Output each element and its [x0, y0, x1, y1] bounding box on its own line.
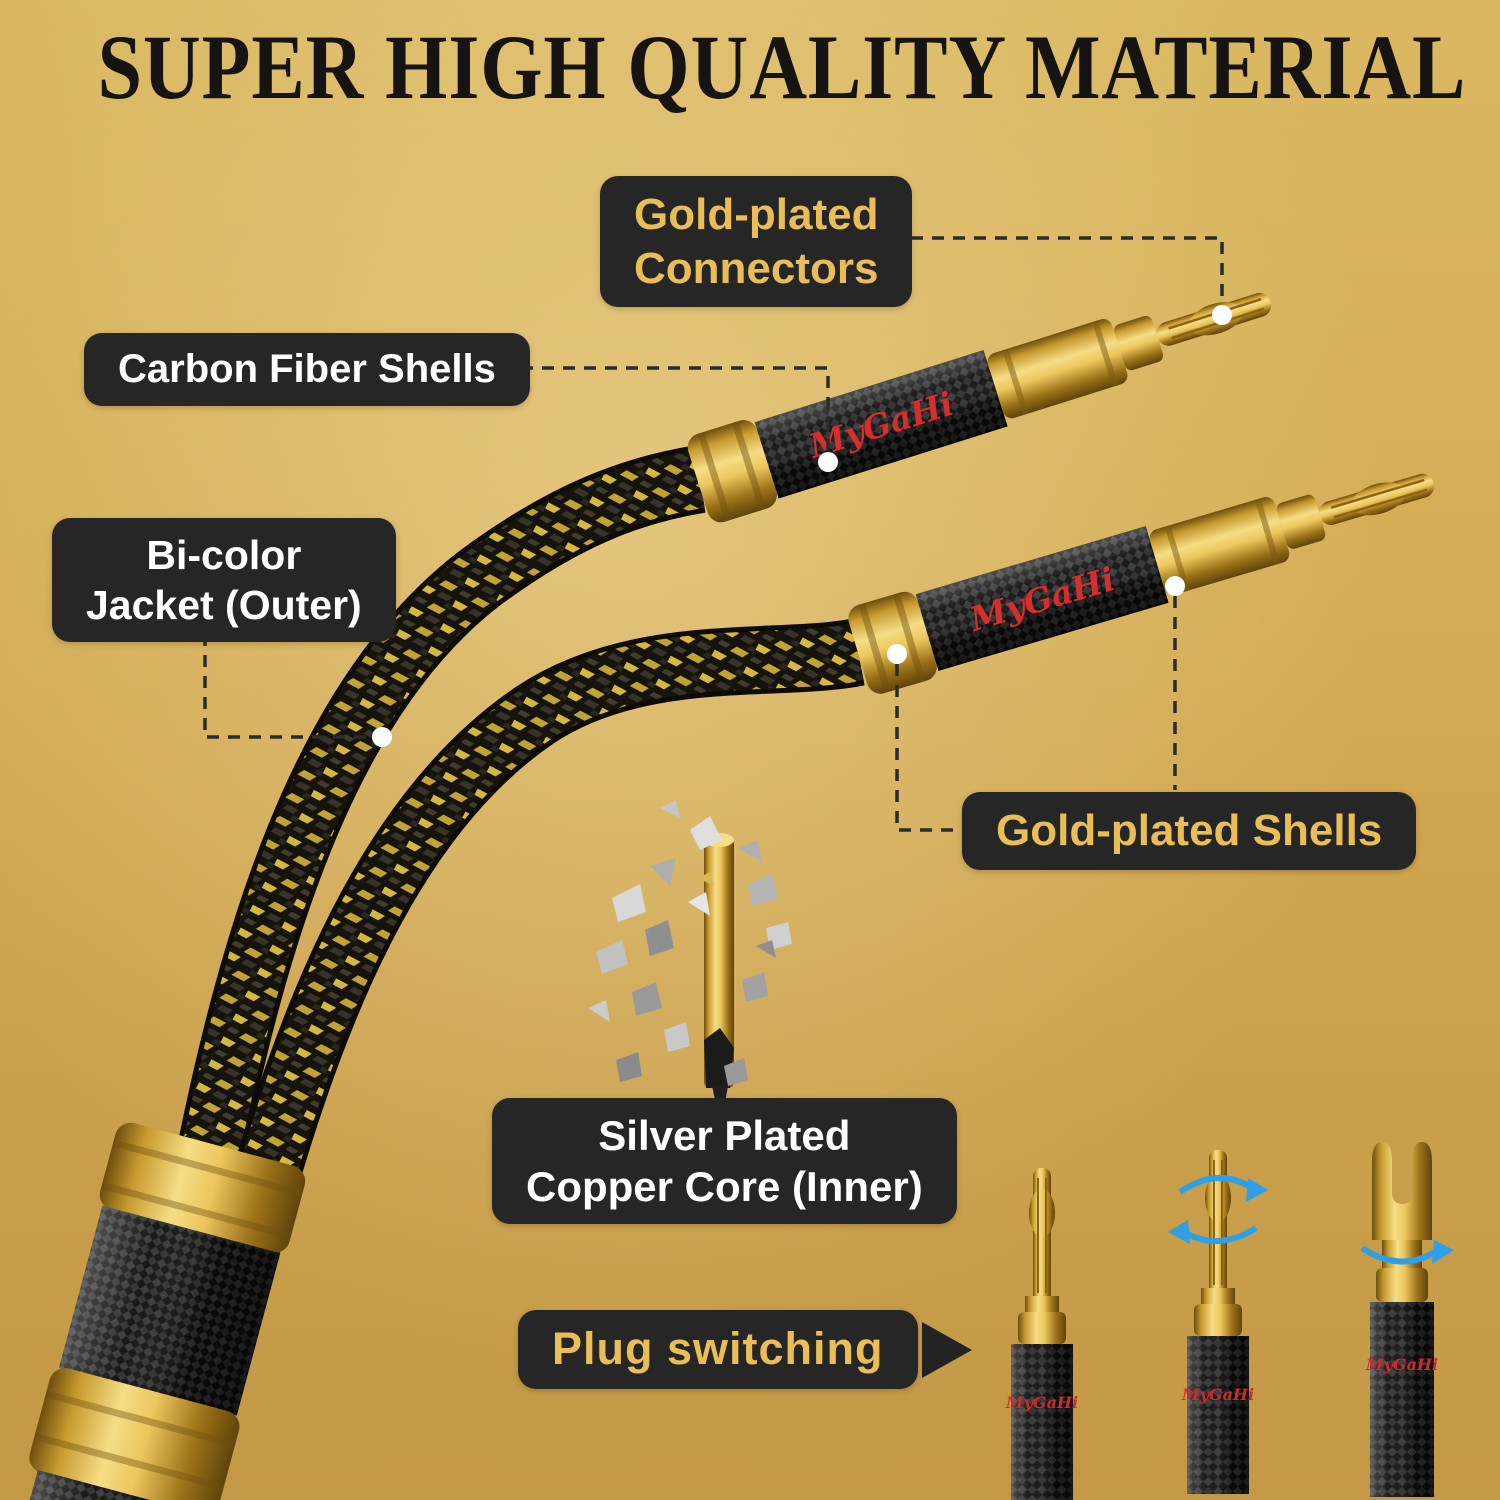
plug-variant-banana-rotating: MyGaHi	[1168, 1150, 1268, 1494]
callout-carbon-fiber-shells: Carbon Fiber Shells	[84, 333, 530, 406]
marker-dots	[372, 305, 1232, 747]
cable-lower	[207, 618, 865, 1279]
callout-plug-switching: Plug switching	[518, 1310, 918, 1389]
banana-connector-2	[843, 437, 1448, 699]
plug-variant-spade: MyGaHi	[1360, 1142, 1454, 1497]
rotation-arrows-icon	[1168, 1175, 1268, 1245]
cable-upper	[171, 445, 706, 1187]
leader-lines	[203, 236, 1224, 832]
callout-bicolor-jacket: Bi-color Jacket (Outer)	[52, 518, 396, 643]
page-title: SUPER HIGH QUALITY MATERIAL	[97, 16, 1467, 118]
marker-dot	[818, 452, 838, 472]
brand-script-text: MyGaHi	[1181, 1385, 1254, 1404]
plug-variant-banana: MyGaHi	[1005, 1168, 1078, 1500]
copper-core-illustration	[588, 800, 792, 1126]
marker-dot	[372, 727, 392, 747]
marker-dot	[887, 644, 907, 664]
leader-line-bicolor-jacket	[203, 634, 370, 739]
triangle-arrow-icon	[922, 1322, 972, 1378]
rotation-arrow-icon	[1360, 1240, 1454, 1265]
leader-line-gold-connectors	[890, 236, 1224, 306]
leader-line-gold-shells-left	[895, 664, 975, 832]
callout-gold-plated-shells: Gold-plated Shells	[962, 792, 1417, 870]
marker-dot	[1165, 576, 1185, 596]
callout-silver-plated-copper-core: Silver Plated Copper Core (Inner)	[492, 1098, 957, 1225]
brand-script-text: MyGaHi	[1365, 1355, 1438, 1374]
silver-flakes	[588, 800, 792, 1086]
leader-line-carbon-shells	[500, 366, 830, 452]
callout-gold-plated-connectors: Gold-plated Connectors	[600, 176, 913, 308]
marker-dot	[1212, 305, 1232, 325]
cable-splitter	[0, 1122, 306, 1500]
brand-script-text: MyGaHi	[1005, 1393, 1078, 1412]
